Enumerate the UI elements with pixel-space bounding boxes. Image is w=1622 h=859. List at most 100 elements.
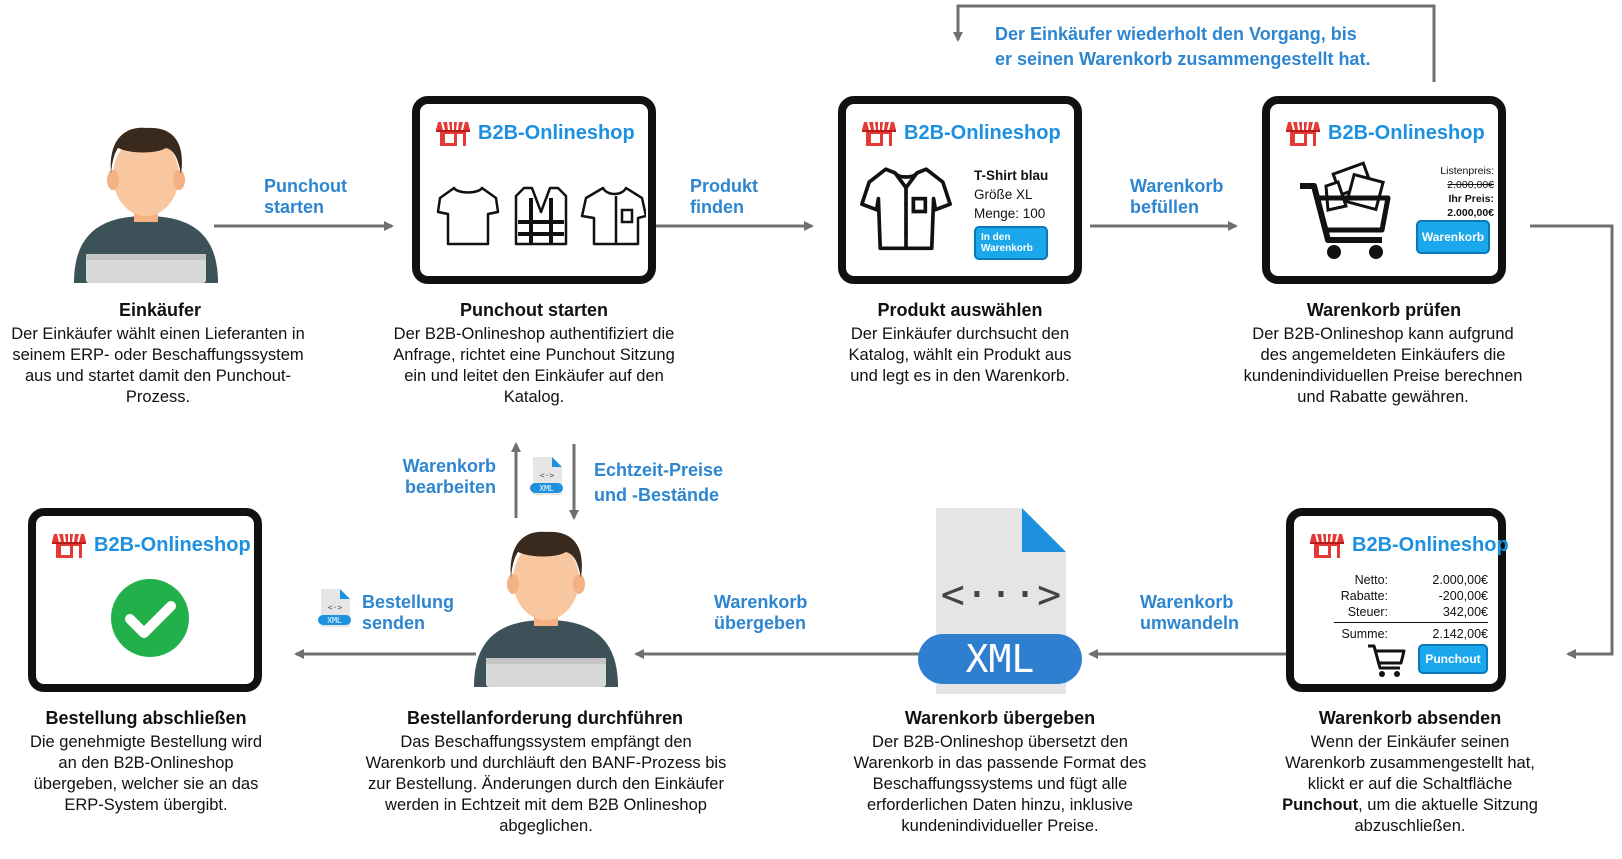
label-line: senden xyxy=(362,613,426,633)
shop-title: B2B-Onlineshop xyxy=(904,121,1061,144)
xml-code-glyph: <···> xyxy=(941,572,1061,618)
sum-label: Summe: xyxy=(1341,627,1388,641)
checkmark-icon xyxy=(111,579,189,657)
step-title-uebergeben: Warenkorb übergeben xyxy=(904,708,1096,728)
totals-label: Rabatte: xyxy=(1340,589,1388,603)
label-line: und -Bestände xyxy=(594,485,720,505)
order-totals: Netto: 2.000,00€ Rabatte: -200,00€ Steue… xyxy=(1334,572,1488,642)
loop-note-line1: Der Einkäufer wiederholt den Vorgang, bi… xyxy=(995,24,1357,44)
label-warenkorb-befuellen: Warenkorb befüllen xyxy=(1130,176,1223,218)
step-desc-produkt: Der Einkäufer durchsucht den Katalog, wä… xyxy=(848,325,1072,385)
label-produkt-finden: Produkt finden xyxy=(690,176,758,218)
label-line: bearbeiten xyxy=(404,477,496,497)
product-quantity: Menge: 100 xyxy=(974,206,1046,221)
buyer-avatar-icon xyxy=(66,118,226,283)
label-punchout-starten: Punchout starten xyxy=(264,176,347,218)
shop-header: B2B-Onlineshop xyxy=(436,118,635,148)
step-desc-banf: Das Beschaffungssystem empfängt den Ware… xyxy=(365,733,727,835)
product-size: Größe XL xyxy=(974,187,1033,202)
shop-product-card[interactable]: B2B-Onlineshop T-Shirt blau Größe XL Men… xyxy=(838,96,1082,284)
shop-cart-card[interactable]: B2B-Onlineshop Listenpreis: 2.000,00€ Ih… xyxy=(1262,96,1506,284)
shop-store-icon xyxy=(52,530,86,560)
label-line: finden xyxy=(690,197,744,217)
cart-button[interactable]: Warenkorb xyxy=(1416,220,1490,254)
label-line: Warenkorb xyxy=(714,592,808,612)
punchout-button[interactable]: Punchout xyxy=(1418,644,1488,674)
totals-value: -200,00€ xyxy=(1438,589,1488,603)
label-line: Punchout xyxy=(264,176,347,196)
label-line: Warenkorb xyxy=(1140,592,1234,612)
step-title-abschliessen: Bestellung abschließen xyxy=(45,708,247,728)
step-desc-einkaeufer: Der Einkäufer wählt einen Lieferanten in… xyxy=(11,325,305,406)
totals-value: 342,00€ xyxy=(1442,605,1488,619)
xml-file-icon xyxy=(316,588,352,628)
absenden-desc-bold: Punchout xyxy=(1282,796,1359,814)
shopping-cart-full-icon xyxy=(1300,161,1391,259)
totals-row: Rabatte: -200,00€ xyxy=(1334,588,1488,604)
shop-title: B2B-Onlineshop xyxy=(478,121,635,144)
label-line: Warenkorb xyxy=(402,456,496,476)
shop-title: B2B-Onlineshop xyxy=(1328,121,1485,144)
loop-note-line2: er seinen Warenkorb zusammengestellt hat… xyxy=(995,49,1371,69)
add-to-cart-button[interactable]: In den Warenkorb xyxy=(974,226,1048,260)
shop-store-icon xyxy=(1310,530,1344,560)
punchout-button-label: Punchout xyxy=(1425,652,1481,666)
shop-store-icon xyxy=(436,118,470,148)
shop-complete-card[interactable]: B2B-Onlineshop xyxy=(28,508,262,692)
absenden-desc-post: , um die aktuelle Sitzung abzuschließen. xyxy=(1354,796,1538,835)
xml-document-icon: <···> XML xyxy=(918,508,1082,694)
step-title-pruefen: Warenkorb prüfen xyxy=(1306,300,1462,320)
totals-label: Steuer: xyxy=(1347,605,1388,619)
step-desc-abschliessen: Die genehmigte Bestellung wird an den B2… xyxy=(29,733,263,814)
your-price-label: Ihr Preis: xyxy=(1448,193,1494,205)
totals-sum-row: Summe: 2.142,00€ xyxy=(1334,626,1488,642)
shop-catalog-card[interactable]: B2B-Onlineshop xyxy=(412,96,656,284)
totals-row: Steuer: 342,00€ xyxy=(1334,604,1488,623)
step-title-produkt: Produkt auswählen xyxy=(877,300,1043,320)
label-line: Produkt xyxy=(690,176,759,196)
label-bestellung-senden: Bestellung senden xyxy=(362,592,454,634)
label-warenkorb-bearbeiten: Warenkorb bearbeiten xyxy=(392,456,496,498)
label-warenkorb-umwandeln: Warenkorb umwandeln xyxy=(1140,592,1239,634)
shop-header: B2B-Onlineshop xyxy=(1286,118,1485,148)
xml-label: XML xyxy=(966,637,1035,681)
step-title-punchout: Punchout starten xyxy=(459,300,608,320)
step-desc-punchout: Der B2B-Onlineshop authentifiziert die A… xyxy=(393,325,675,406)
label-line: befüllen xyxy=(1130,197,1200,217)
procurement-avatar-icon xyxy=(466,522,626,687)
shop-store-icon xyxy=(1286,118,1320,148)
sum-value: 2.142,00€ xyxy=(1432,627,1488,641)
shop-header: B2B-Onlineshop xyxy=(52,530,251,560)
xml-file-icon xyxy=(528,456,564,496)
price-summary: Listenpreis: 2.000,00€ Ihr Preis: 2.000,… xyxy=(1406,164,1494,220)
list-price-label: Listenpreis: xyxy=(1440,165,1494,177)
label-echtzeit: Echtzeit-Preise und -Bestände xyxy=(594,458,723,508)
label-line: Warenkorb xyxy=(1130,176,1224,196)
totals-value: 2.000,00€ xyxy=(1432,573,1488,587)
label-line: umwandeln xyxy=(1140,613,1240,633)
add-to-cart-label: In den Warenkorb xyxy=(981,232,1033,254)
totals-label: Netto: xyxy=(1354,573,1388,587)
absenden-desc-pre: Wenn der Einkäufer seinen Warenkorb zusa… xyxy=(1285,733,1535,793)
product-info: T-Shirt blau Größe XL Menge: 100 xyxy=(974,166,1048,223)
label-line: übergeben xyxy=(714,613,807,633)
label-line: Echtzeit-Preise xyxy=(594,460,724,480)
step-title-banf: Bestellanforderung durchführen xyxy=(406,708,684,728)
loop-note: Der Einkäufer wiederholt den Vorgang, bi… xyxy=(995,22,1370,72)
shop-title: B2B-Onlineshop xyxy=(1352,533,1509,556)
totals-row: Netto: 2.000,00€ xyxy=(1334,572,1488,588)
label-line: starten xyxy=(264,197,325,217)
step-title-einkaeufer: Einkäufer xyxy=(118,300,202,320)
product-name: T-Shirt blau xyxy=(974,168,1049,183)
step-desc-pruefen: Der B2B-Onlineshop kann aufgrund des ang… xyxy=(1243,325,1523,406)
shirt-icon xyxy=(860,160,952,252)
shop-submit-card[interactable]: B2B-Onlineshop Netto: 2.000,00€ Rabatte:… xyxy=(1286,508,1509,692)
list-price: 2.000,00€ xyxy=(1447,179,1494,191)
shop-header: B2B-Onlineshop xyxy=(1310,530,1509,560)
shop-header: B2B-Onlineshop xyxy=(862,118,1061,148)
shop-title: B2B-Onlineshop xyxy=(94,533,251,556)
step-desc-absenden: Wenn der Einkäufer seinen Warenkorb zusa… xyxy=(1270,732,1550,837)
label-warenkorb-uebergeben: Warenkorb übergeben xyxy=(714,592,807,634)
step-desc-uebergeben: Der B2B-Onlineshop übersetzt den Warenko… xyxy=(853,733,1147,835)
